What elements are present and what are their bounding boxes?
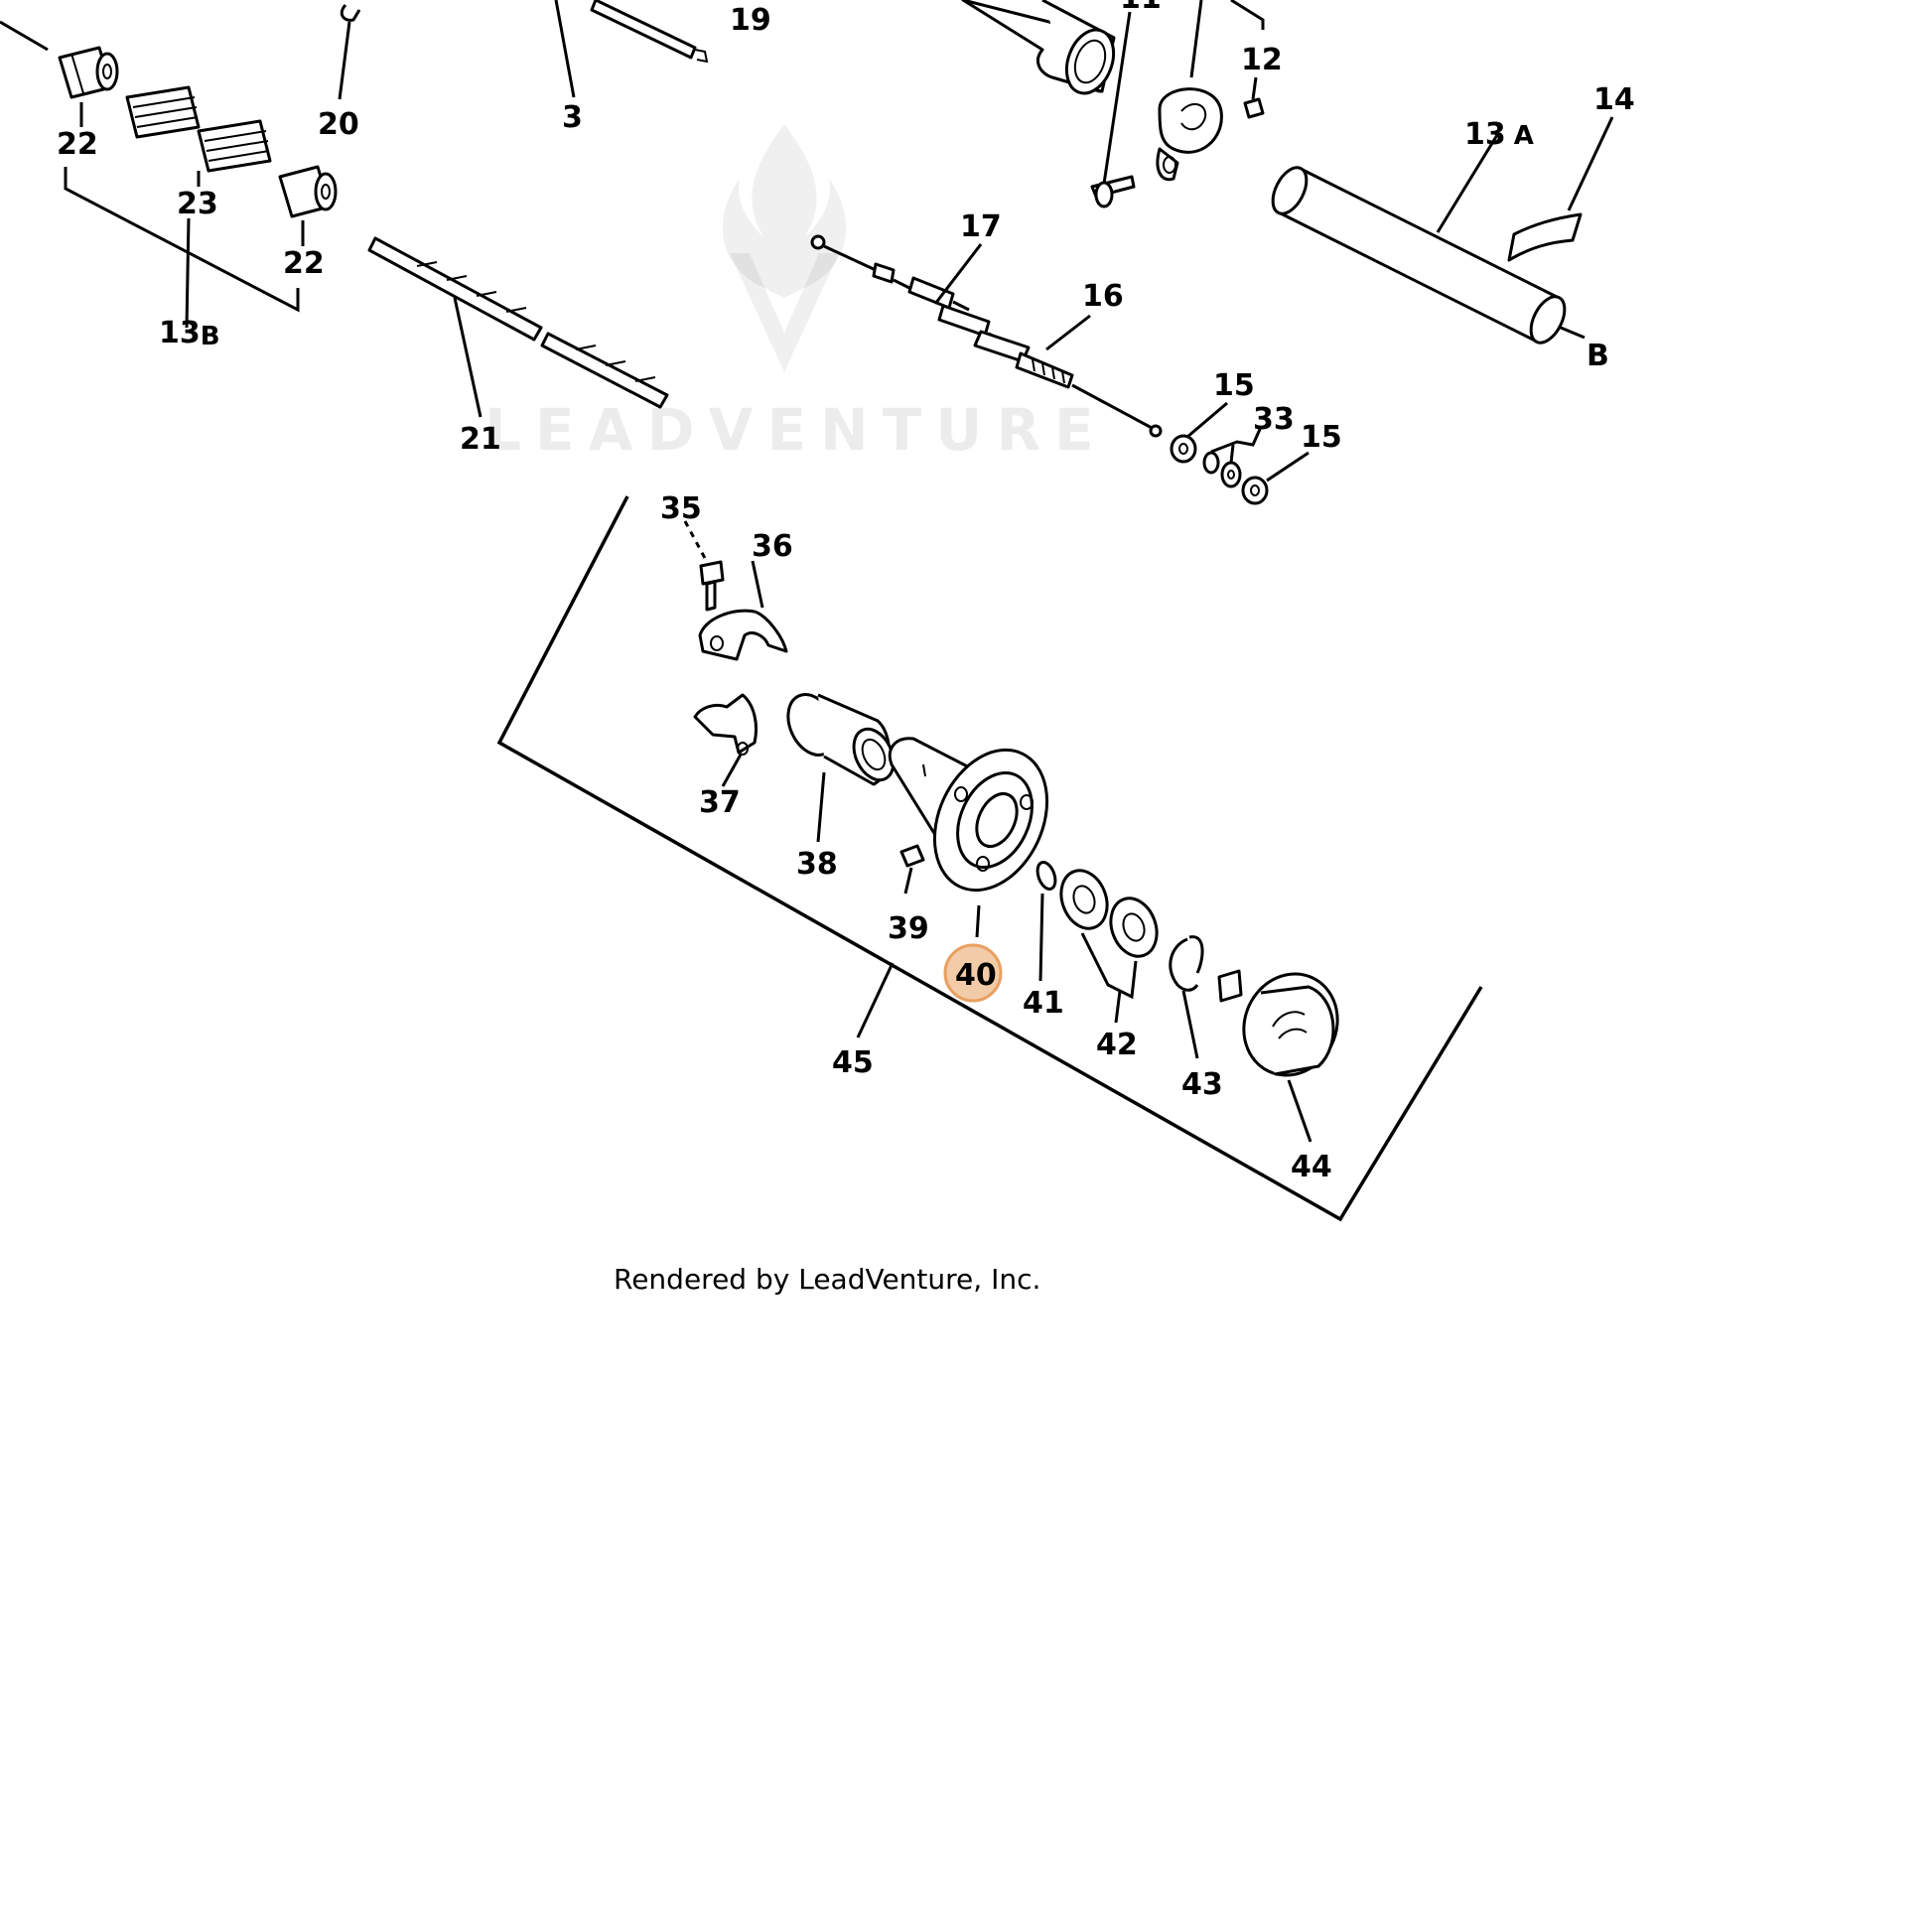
bushing-22-right xyxy=(278,165,338,218)
callout-43: 43 xyxy=(1181,1067,1223,1102)
callout-23: 23 xyxy=(177,187,218,221)
gear-case-40 xyxy=(888,737,1049,893)
callout-11: 11 xyxy=(1120,0,1162,16)
handle-clamp-group: 11 12 xyxy=(1090,0,1283,208)
bushing-22-left xyxy=(58,46,119,99)
callout-21: 21 xyxy=(460,422,501,457)
drive-shaft-21: 21 xyxy=(367,236,669,457)
callout-15-right: 15 xyxy=(1301,420,1342,455)
callout-20: 20 xyxy=(318,107,359,142)
watermark-v-icon xyxy=(730,253,839,372)
callout-b: B xyxy=(1587,339,1609,373)
throttle-cable-group: 17 16 xyxy=(810,209,1163,438)
callout-38: 38 xyxy=(796,847,838,882)
callout-40[interactable]: 40 xyxy=(955,958,997,993)
callout-17: 17 xyxy=(960,209,1002,244)
watermark: LEADVENTURE xyxy=(484,124,1108,464)
watermark-flame-icon xyxy=(722,124,847,298)
callout-22-left: 22 xyxy=(57,127,98,162)
callout-42: 42 xyxy=(1096,1028,1138,1062)
callout-39: 39 xyxy=(888,911,929,946)
callout-41: 41 xyxy=(1023,986,1064,1021)
callout-16: 16 xyxy=(1082,279,1124,314)
callout-14: 14 xyxy=(1593,82,1635,117)
callout-33: 33 xyxy=(1253,402,1295,437)
callout-35: 35 xyxy=(660,491,702,526)
footer-credit: Rendered by LeadVenture, Inc. xyxy=(614,1263,1040,1296)
gear-case-assembly: 45 35 36 37 38 xyxy=(496,491,1483,1222)
flex-shaft-group: 20 3 19 xyxy=(318,0,771,142)
callout-45: 45 xyxy=(832,1045,874,1080)
highlight-ring-40[interactable] xyxy=(943,943,1003,1003)
callout-22-right: 22 xyxy=(283,246,325,281)
callout-15-top: 15 xyxy=(1213,368,1255,403)
nuts-washers-group: 15 33 15 xyxy=(1170,368,1342,505)
callout-44: 44 xyxy=(1291,1150,1332,1184)
watermark-text: LEADVENTURE xyxy=(484,396,1108,464)
callout-36: 36 xyxy=(752,529,793,564)
callout-13b: 13B xyxy=(159,316,220,351)
callout-37: 37 xyxy=(699,785,741,820)
drive-shaft-group: 22 23 22 13B xyxy=(0,20,338,351)
liner-23 xyxy=(125,85,272,173)
callout-12: 12 xyxy=(1241,43,1283,77)
callout-3: 3 xyxy=(562,100,583,135)
outer-tube xyxy=(961,0,1116,95)
callout-19: 19 xyxy=(730,3,771,38)
